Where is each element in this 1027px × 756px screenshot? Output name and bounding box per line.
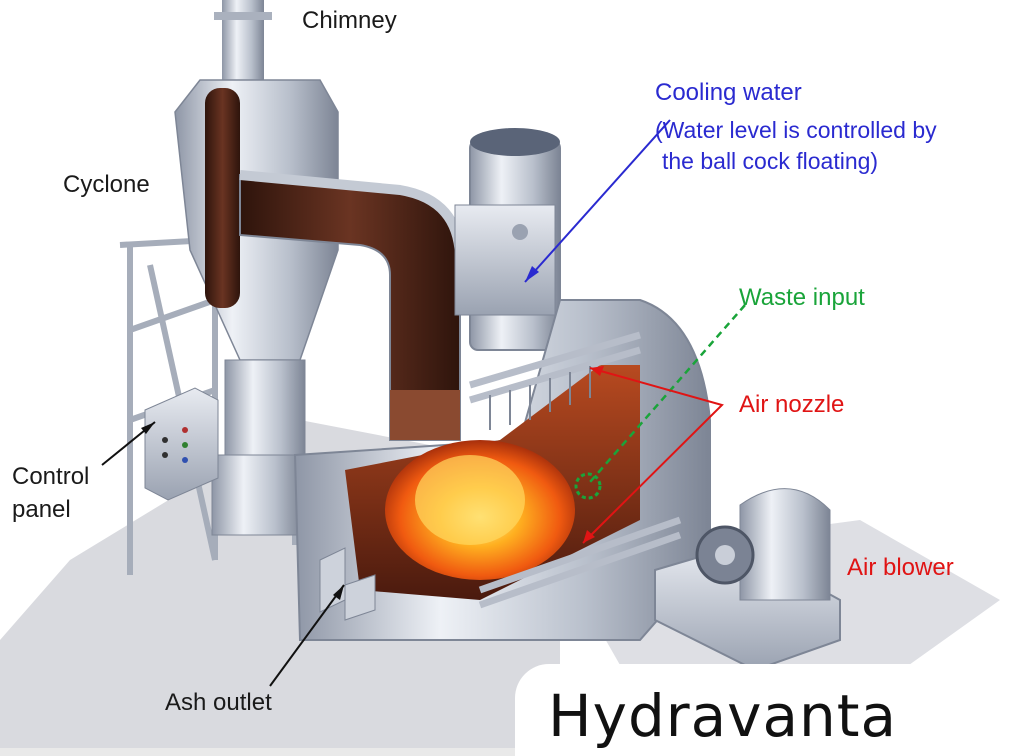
watermark-panel xyxy=(515,664,1027,756)
air-nozzle-label: Air nozzle xyxy=(739,391,845,418)
cooling-water-tank xyxy=(454,128,561,351)
air-blower xyxy=(654,488,841,672)
chimney-label: Chimney xyxy=(302,7,397,34)
cooling-water-note-line1: (Water level is controlled by xyxy=(655,117,937,143)
annotation-arrows xyxy=(101,119,746,687)
bottom-edge xyxy=(0,748,515,756)
combustion-chamber xyxy=(293,299,711,641)
waste-input-label: Waste input xyxy=(739,284,865,311)
control-panel-label-line1: Control xyxy=(12,463,90,490)
cyclone-label: Cyclone xyxy=(63,171,150,198)
cooling-water-label: Cooling water xyxy=(655,79,802,106)
ash-outlet-label: Ash outlet xyxy=(165,689,272,716)
watermark-text: Hydravanta xyxy=(548,682,898,750)
cooling-water-note-line2: the ball cock floating) xyxy=(662,148,879,174)
control-panel-label-line2: panel xyxy=(12,496,71,523)
control-panel-box xyxy=(144,387,219,501)
chimney xyxy=(214,0,272,95)
air-blower-label: Air blower xyxy=(847,554,954,581)
